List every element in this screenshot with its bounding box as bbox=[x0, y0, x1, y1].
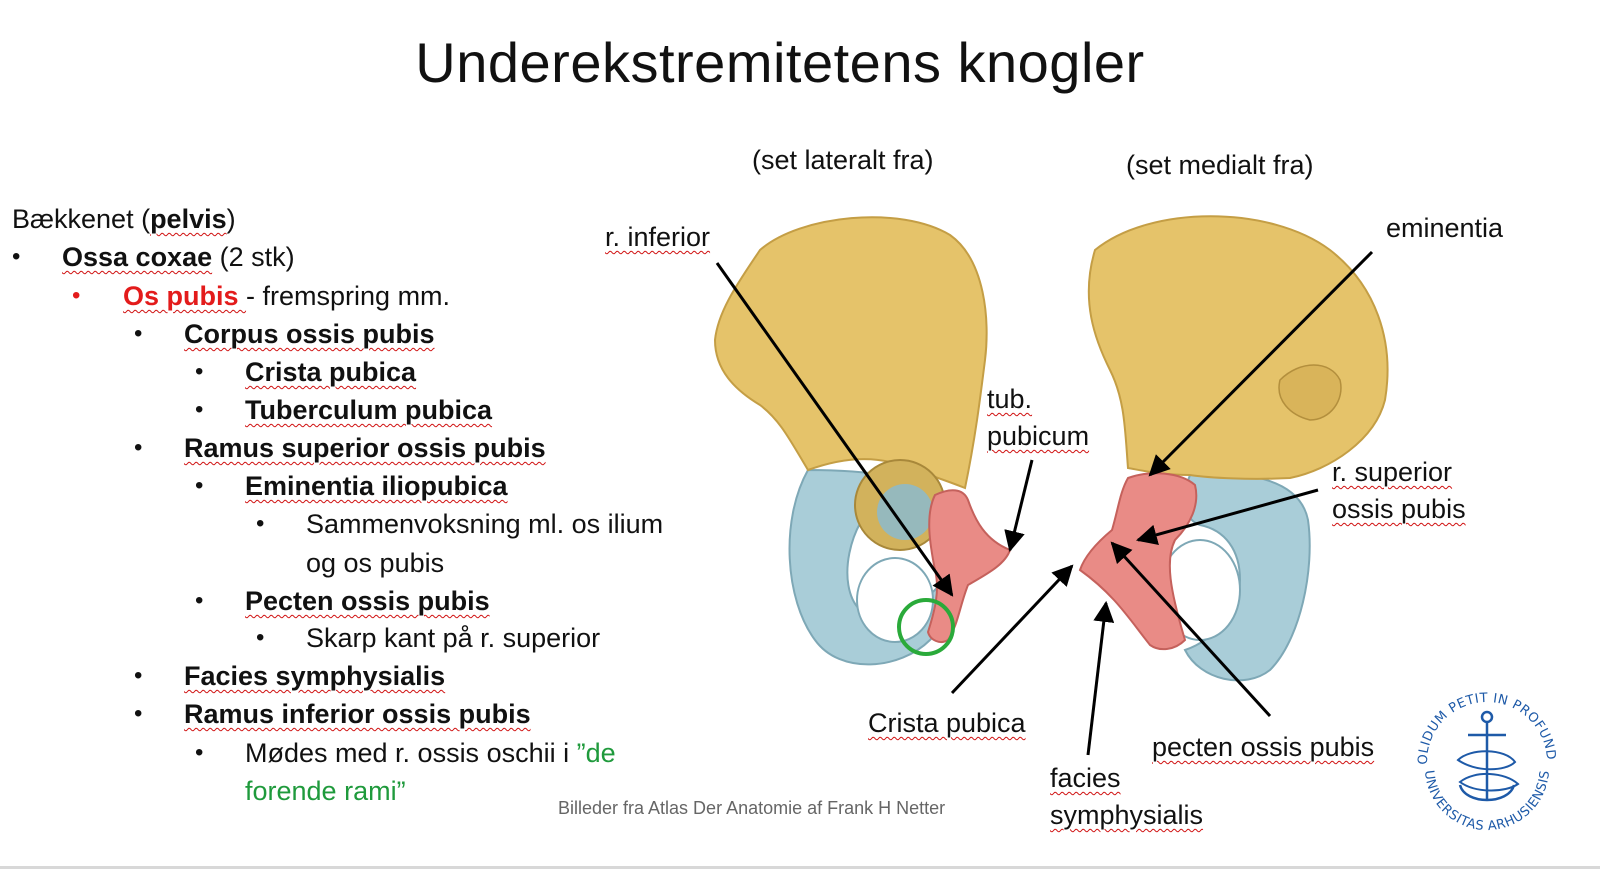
hip-bone-medial bbox=[1078, 215, 1389, 682]
dolphin-icon bbox=[1456, 750, 1520, 792]
outline-term: Ossa coxae bbox=[62, 242, 213, 272]
outline-level3: Facies symphysialis bbox=[184, 659, 445, 693]
ilium-lateral bbox=[713, 216, 988, 490]
label-tub: tub. bbox=[987, 382, 1032, 416]
label-text: pubicum bbox=[987, 421, 1090, 451]
bullet: • bbox=[195, 396, 204, 423]
image-credit: Billeder fra Atlas Der Anatomie af Frank… bbox=[558, 798, 946, 818]
bullet: • bbox=[12, 243, 21, 270]
bullet: • bbox=[195, 587, 204, 614]
label-text: facies bbox=[1050, 763, 1121, 793]
label-eminentia: eminentia bbox=[1386, 213, 1504, 243]
bullet: • bbox=[256, 510, 265, 537]
outline-text: Bækkenet ( bbox=[12, 204, 151, 234]
ischium-medial bbox=[1183, 472, 1311, 682]
label-symphysialis: symphysialis bbox=[1050, 798, 1203, 832]
outline-text: Mødes med r. ossis oschii i bbox=[245, 738, 577, 768]
outline-level4: Pecten ossis pubis bbox=[245, 584, 490, 618]
outline-level0: Bækkenet (pelvis) bbox=[12, 202, 236, 236]
label-text: tub. bbox=[987, 384, 1033, 414]
outline-level3: Ramus superior ossis pubis bbox=[184, 431, 546, 465]
outline-level5: Skarp kant på r. superior bbox=[306, 623, 601, 653]
outline-term: Pecten ossis pubis bbox=[245, 586, 490, 616]
label-text: pecten ossis pubis bbox=[1152, 732, 1375, 762]
outline-term: Eminentia iliopubica bbox=[245, 471, 508, 501]
arrow-r-superior bbox=[1135, 488, 1319, 546]
bullet: • bbox=[256, 624, 265, 651]
bullet: • bbox=[195, 472, 204, 499]
label-text: r. superior bbox=[1332, 457, 1453, 487]
label-text: ossis pubis bbox=[1332, 494, 1466, 524]
label-text: r. inferior bbox=[605, 222, 711, 252]
label-text: symphysialis bbox=[1050, 800, 1204, 830]
arrow-facies bbox=[1086, 600, 1115, 756]
bottom-divider bbox=[0, 866, 1600, 869]
arrow-r-inferior bbox=[715, 262, 954, 597]
outline-level4-cont: forende rami” bbox=[245, 776, 406, 806]
anchor-icon bbox=[1458, 710, 1516, 802]
label-crista-pubica: Crista pubica bbox=[868, 706, 1026, 740]
hip-bone-lateral bbox=[713, 216, 1012, 666]
bullet: • bbox=[134, 662, 143, 689]
label-r-superior: r. superior bbox=[1332, 455, 1452, 489]
outline-level4: Crista pubica bbox=[245, 355, 416, 389]
outline-term: Corpus ossis pubis bbox=[184, 319, 435, 349]
bullet: • bbox=[72, 282, 81, 309]
bullet: • bbox=[134, 320, 143, 347]
bullet: • bbox=[134, 434, 143, 461]
outline-text: (2 stk) bbox=[212, 242, 295, 272]
view-lateral-label: (set lateralt fra) bbox=[752, 145, 934, 175]
outline-level3: Corpus ossis pubis bbox=[184, 317, 435, 351]
label-ossis-pubis: ossis pubis bbox=[1332, 492, 1466, 526]
outline-term: Tuberculum pubica bbox=[245, 395, 493, 425]
outline-term: Crista pubica bbox=[245, 357, 417, 387]
outline-quote: ”de bbox=[576, 738, 616, 768]
outline-level4: Eminentia iliopubica bbox=[245, 469, 508, 503]
outline-level5-cont: og os pubis bbox=[306, 548, 445, 578]
bullet: • bbox=[134, 700, 143, 727]
bullet: • bbox=[195, 739, 204, 766]
label-pubicum: pubicum bbox=[987, 419, 1089, 453]
highlight-circle bbox=[897, 598, 955, 656]
outline-level3: Ramus inferior ossis pubis bbox=[184, 697, 531, 731]
label-pecten: pecten ossis pubis bbox=[1152, 730, 1374, 764]
arrow-crista-pubica bbox=[950, 564, 1074, 695]
leader-arrows bbox=[715, 250, 1374, 756]
bullet: • bbox=[195, 358, 204, 385]
ilium-medial bbox=[1087, 215, 1389, 480]
outline-term: Facies symphysialis bbox=[184, 661, 446, 691]
outline-term: Ramus superior ossis pubis bbox=[184, 433, 546, 463]
outline-text: - fremspring mm. bbox=[246, 281, 451, 311]
arrow-tub-pubicum bbox=[1004, 459, 1034, 553]
outline-text: ) bbox=[226, 204, 236, 234]
arrow-pecten bbox=[1110, 541, 1272, 718]
outline-term: Os pubis bbox=[123, 281, 247, 311]
outline-level4: Tuberculum pubica bbox=[245, 393, 492, 427]
view-medial-label: (set medialt fra) bbox=[1126, 150, 1314, 180]
outline-level5: Sammenvoksning ml. os ilium bbox=[306, 509, 664, 539]
label-facies: facies bbox=[1050, 761, 1121, 795]
outline-level2: Os pubis - fremspring mm. bbox=[123, 279, 450, 313]
outline-level4: Mødes med r. ossis oschii i ”de bbox=[245, 736, 616, 770]
outline-term: Ramus inferior ossis pubis bbox=[184, 699, 531, 729]
outline-term: pelvis bbox=[150, 204, 227, 234]
arrow-eminentia bbox=[1148, 250, 1374, 477]
label-r-inferior: r. inferior bbox=[605, 220, 710, 254]
slide-title: Underekstremitetens knogler bbox=[415, 31, 1145, 94]
outline-level1: Ossa coxae (2 stk) bbox=[62, 240, 295, 274]
label-text: Crista pubica bbox=[868, 708, 1026, 738]
pubis-lateral bbox=[926, 489, 1012, 643]
